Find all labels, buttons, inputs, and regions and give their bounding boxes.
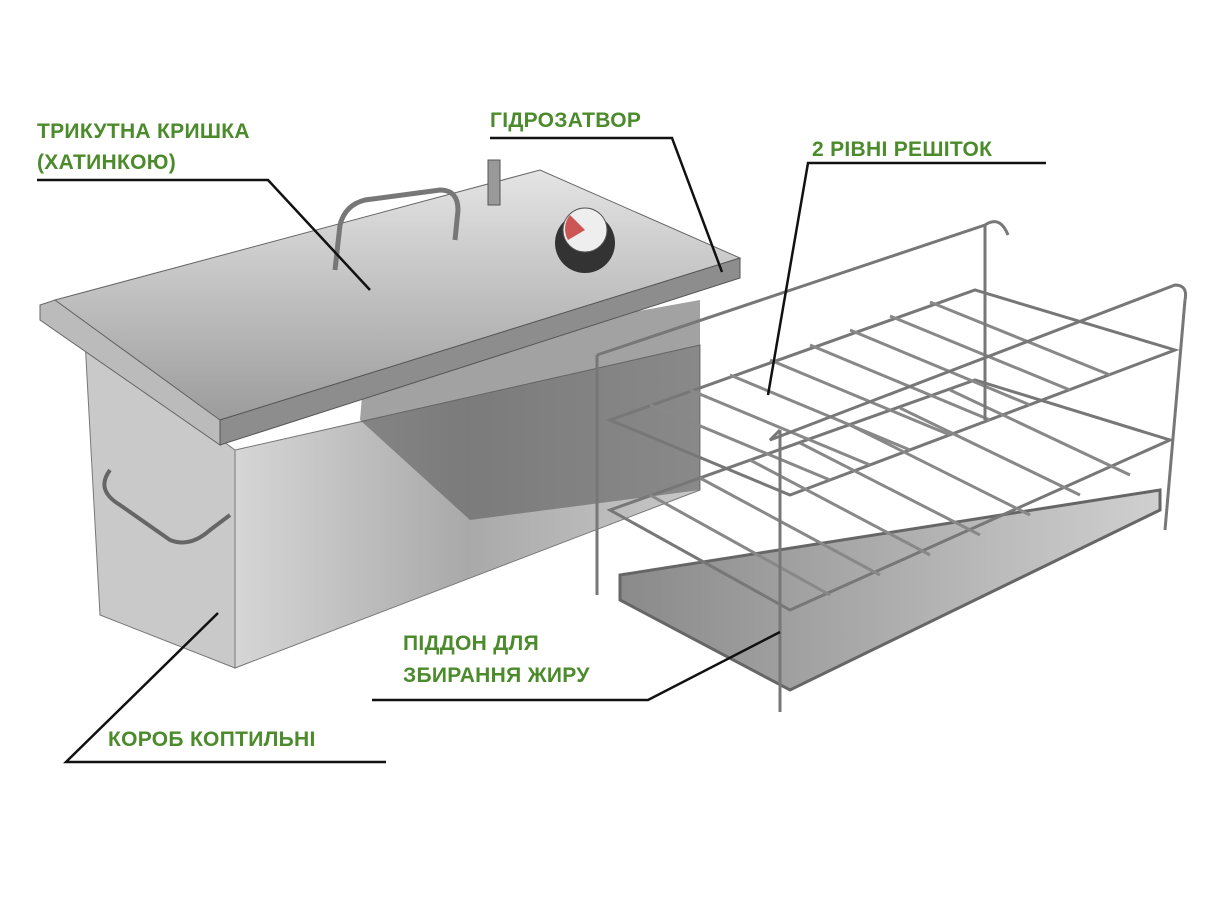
drip-tray [618,488,1162,692]
label-tray-line2: ЗБИРАННЯ ЖИРУ [403,664,590,687]
label-box: КОРОБ КОПТИЛЬНІ [108,728,316,751]
label-tray: ПІДДОН ДЛЯ ЗБИРАННЯ ЖИРУ [403,628,590,692]
lid-handle-icon [332,187,461,271]
smoker-lid [39,159,742,446]
label-tray-line1: ПІДДОН ДЛЯ [403,632,539,655]
leader-lines [37,136,1046,764]
leader-tray [372,630,781,702]
box-handle-icon [102,468,232,545]
label-grates: 2 РІВНІ РЕШІТОК [812,138,993,161]
leader-box [62,612,386,764]
label-lid-line1: ТРИКУТНА КРИШКА [37,120,250,143]
leader-grates [766,161,1046,396]
grate-rack [595,220,1187,712]
leader-water-seal [490,136,724,273]
label-lid-line2: (ХАТИНКОЮ) [37,151,177,174]
water-seal-pipe [487,159,501,206]
label-lid: ТРИКУТНА КРИШКА (ХАТИНКОЮ) [37,116,250,178]
label-water-seal: ГІДРОЗАТВОР [490,109,642,132]
leader-lid [37,178,371,291]
